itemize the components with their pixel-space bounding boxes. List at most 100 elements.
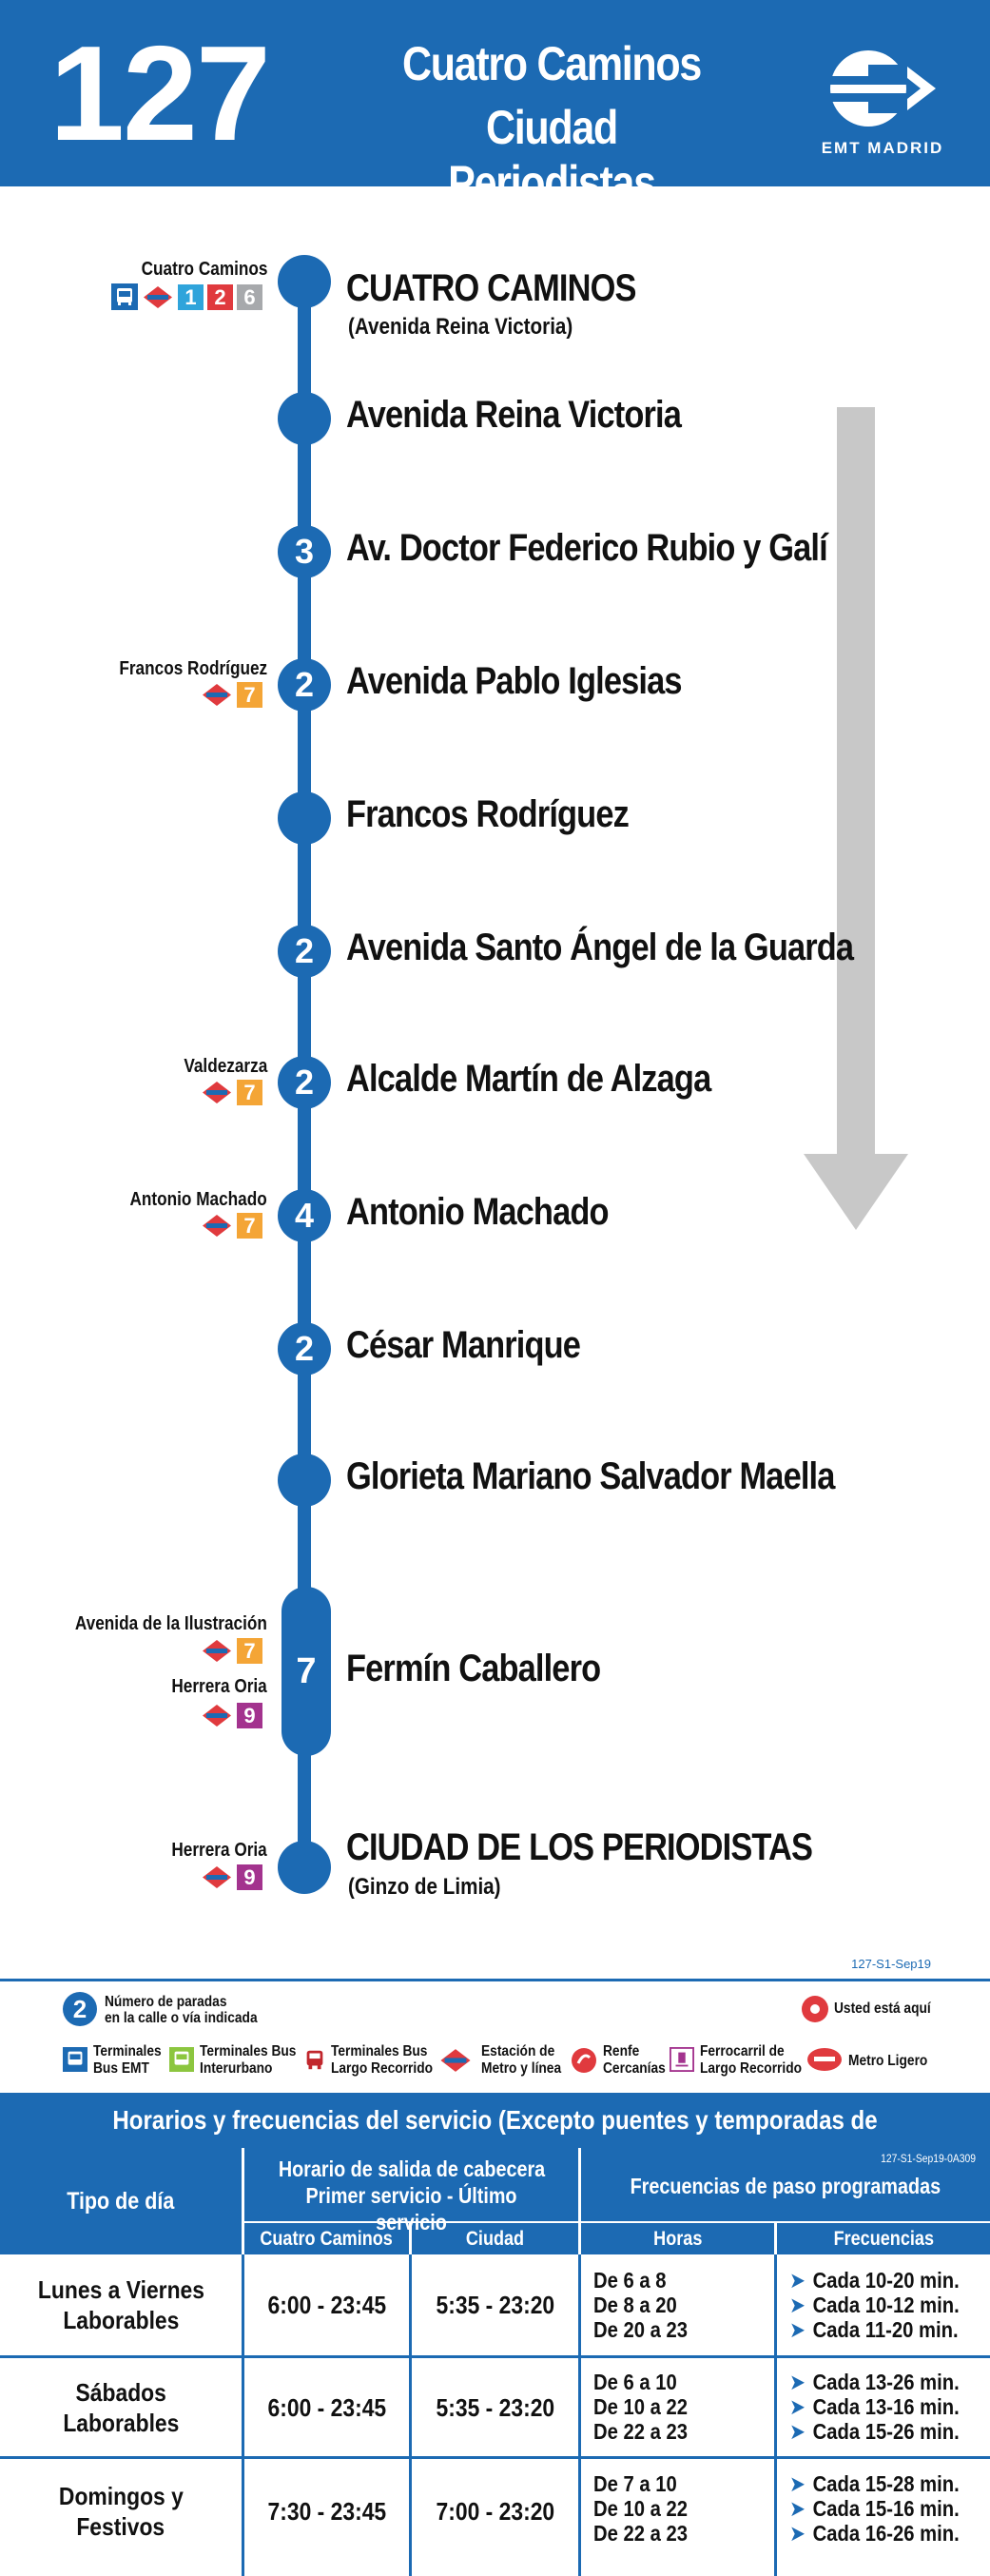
header-divider [774,2222,777,2254]
col-departure-header: Primer servicio - Último servicio [305,2183,517,2234]
legend-text: Renfe [603,2043,640,2059]
emt-logo-text: EMT MADRID [821,139,944,157]
connection-icons: 7 [201,682,262,708]
legend-text: Terminales [93,2043,162,2059]
stop-subname: (Avenida Reina Victoria) [348,314,573,340]
table-divider [0,2456,990,2459]
freq-cell: ➤Cada 10-20 min. ➤Cada 10-12 min. ➤Cada … [789,2268,960,2342]
metro-line-badge: 7 [237,1080,262,1105]
connection-icons: 9 [201,1703,262,1728]
col-day-header: Tipo de día [67,2188,175,2215]
direction-arrow-icon [804,407,908,1230]
line-number: 127 [49,18,271,169]
legend-text: Número de paradas [105,1994,227,2010]
metro-icon [203,684,231,706]
light-metro-icon [807,2048,842,2071]
legend-text: Estación de [481,2043,555,2059]
freq-cell: ➤Cada 13-26 min. ➤Cada 13-16 min. ➤Cada … [789,2370,960,2444]
legend-text: Largo Recorrido [700,2060,803,2077]
connection-label: Francos Rodríguez [119,658,267,679]
metro-line-badge: 2 [207,283,233,310]
connection-icons: 7 [201,1638,262,1664]
stop-marker [278,1841,331,1894]
col-dest-header: Ciudad Periodistas [448,2228,542,2280]
table-divider [409,2254,412,2576]
table-divider [0,2355,990,2358]
metro-line-badge: 7 [237,1638,262,1664]
stop-marker [278,392,331,445]
you-are-here-text: Usted está aquí [834,2000,931,2017]
dest-time-cell: 5:35 - 23:20 [436,2392,554,2422]
legend-divider [0,1979,990,1981]
metro-line-badge: 6 [237,283,262,310]
legend-text: en la calle o vía indicada [105,2010,258,2026]
col-departure-header: Horario de salida de cabecera [278,2156,545,2181]
stop-name: Avenida Santo Ángel de la Guarda [346,927,854,968]
legend-text: Terminales Bus [200,2043,297,2059]
legend-text: Largo Recorrido [331,2060,434,2077]
table-divider [242,2254,244,2576]
connection-icons: 7 [201,1213,262,1239]
col-frequencies-header: Frecuencias [833,2228,934,2250]
metro-line-badge: 9 [237,1703,262,1728]
metro-icon [203,1705,231,1727]
long-distance-bus-icon [306,2050,323,2070]
schedule-code: 127-S1-Sep19-0A309 [881,2152,976,2165]
metro-line-badge: 7 [237,682,262,708]
metro-icon [203,1640,231,1662]
connection-label: Antonio Machado [129,1189,267,1210]
legend-text: Terminales Bus [331,2043,428,2059]
destination-terminus: Ciudad Periodistas [448,101,656,209]
legend-text: Metro y línea [481,2060,562,2077]
legend-text: Metro Ligero [848,2053,928,2069]
metro-icon [203,1215,231,1237]
stop-subname: (Ginzo de Limia) [348,1874,501,1900]
connection-label: Valdezarza [184,1056,267,1077]
stop-name: Avenida Reina Victoria [346,394,682,436]
stop-name: Francos Rodríguez [346,793,630,835]
destination-origin: Cuatro Caminos [401,37,702,90]
dest-time-cell: 5:35 - 23:20 [436,2291,554,2319]
metro-line-badge: 1 [178,283,204,310]
header-divider [578,2148,581,2254]
stop-count-marker: 3 [278,525,331,578]
stop-name: Avenida Pablo Iglesias [346,660,682,702]
stop-name: CIUDAD DE LOS PERIODISTAS [346,1826,813,1868]
bus-terminal-icon [111,283,138,310]
table-divider [578,2254,581,2576]
legend-code: 127-S1-Sep19 [851,1957,931,1971]
stop-name: Av. Doctor Federico Rubio y Galí [346,527,828,569]
origin-time-cell: 6:00 - 23:45 [267,2392,386,2422]
interurban-bus-icon [169,2047,194,2072]
metro-line-badge: 9 [237,1864,262,1890]
metro-icon [203,1866,231,1888]
stop-count-marker: 2 [278,925,331,978]
connection-icons: 1 2 6 [111,283,262,310]
col-origin-header: Cuatro Caminos [260,2228,394,2250]
dest-time-cell: 7:00 - 23:20 [436,2497,554,2526]
connection-label: Avenida de la Ilustración [74,1613,267,1634]
connection-icons: 9 [201,1864,262,1890]
stop-name: Fermín Caballero [346,1648,601,1689]
connection-label: Herrera Oria [171,1840,267,1861]
header-divider [242,2148,244,2254]
freq-cell: ➤Cada 15-28 min. ➤Cada 15-16 min. ➤Cada … [789,2471,960,2546]
metro-icon [203,1082,231,1103]
stops-number-icon: 2 [63,1992,97,2026]
header-divider [409,2222,412,2254]
legend-text: Bus EMT [93,2060,149,2077]
metro-icon [144,285,172,308]
stop-count-marker: 7 [281,1587,331,1756]
legend-text: Cercanías [603,2060,666,2077]
stop-name: Alcalde Martín de Alzaga [346,1058,711,1100]
metro-line-badge: 7 [237,1213,262,1239]
stop-count-marker: 2 [278,1056,331,1109]
bus-terminal-icon [63,2047,87,2072]
you-are-here-icon [802,1996,828,2022]
